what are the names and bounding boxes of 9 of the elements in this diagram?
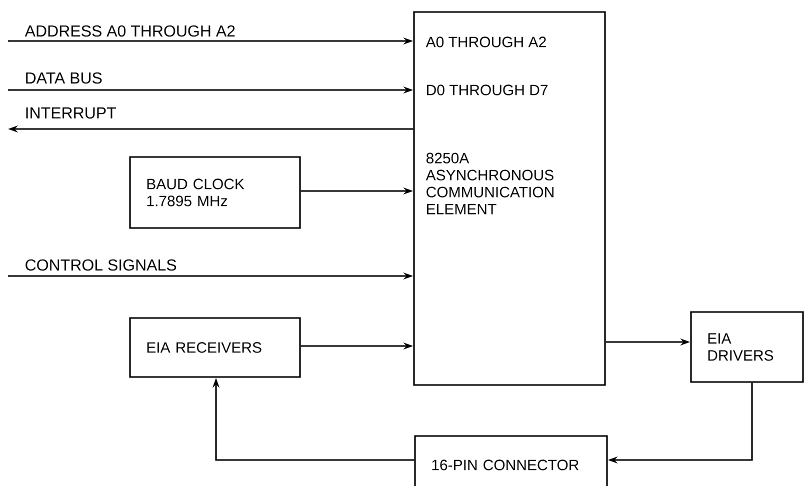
block-box: EIA DRIVERS (690, 311, 804, 383)
block-box: 16-PIN CONNECTOR (414, 435, 608, 486)
signal-label: ADDRESS A0 THROUGH A2 (24, 24, 237, 38)
signal-label: DATA BUS (24, 71, 104, 85)
block-box: EIA RECEIVERS (129, 317, 301, 378)
block-box: A0 THROUGH A2 D0 THROUGH D7 8250A ASYNCHRONOUS COMMUNICATION ELEMENT (413, 11, 606, 386)
signal-label: CONTROL SIGNALS (24, 258, 178, 272)
signal-label: INTERRUPT (24, 106, 118, 120)
block-box: BAUD CLOCK 1.7895 MHz (129, 156, 301, 229)
